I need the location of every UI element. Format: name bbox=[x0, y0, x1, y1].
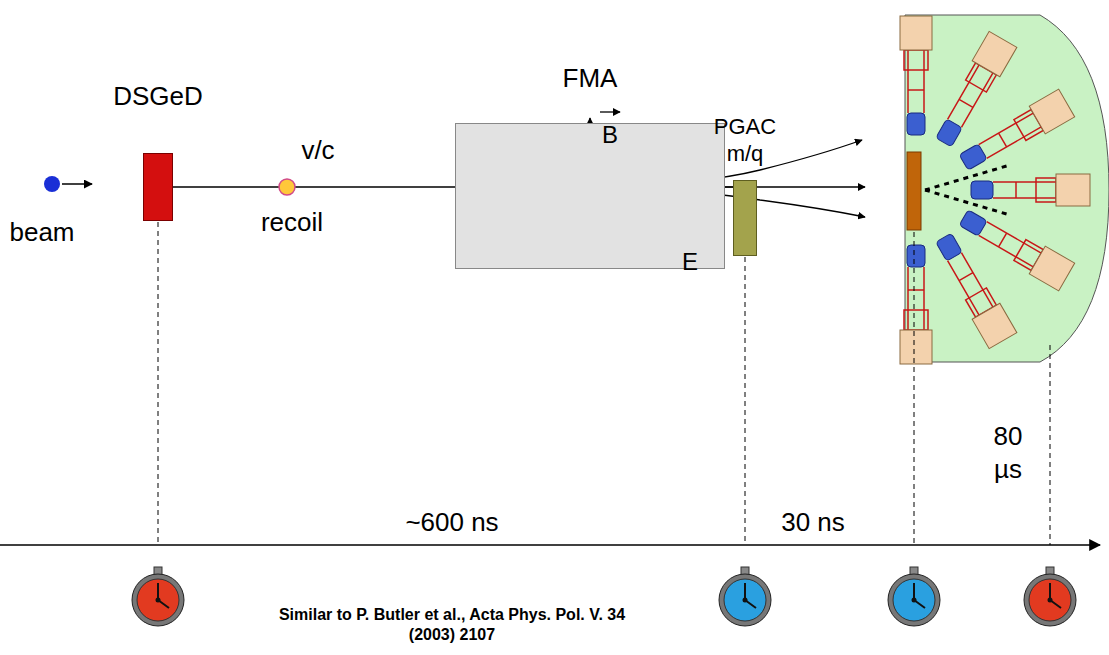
reference-note: Similar to P. Butler et al., Acta Phys. … bbox=[267, 605, 637, 645]
node-label: FMA bbox=[563, 63, 618, 94]
germanium-detector bbox=[956, 204, 1075, 291]
node-heading: FMA bbox=[563, 63, 618, 94]
node-heading: DSGeD bbox=[113, 81, 203, 112]
time-marker bbox=[1050, 345, 1051, 545]
stopwatch bbox=[132, 567, 184, 626]
beam-line bbox=[725, 186, 733, 187]
time-marker bbox=[914, 232, 915, 545]
germanium-detector bbox=[930, 31, 1017, 150]
target-foil bbox=[907, 152, 921, 230]
beam-arrow bbox=[62, 183, 92, 185]
velocity-label: v/c bbox=[301, 134, 334, 167]
separator-box: FMA bbox=[455, 123, 725, 269]
stopwatch bbox=[888, 567, 940, 626]
node-label: m/q bbox=[714, 141, 776, 167]
counter-box: PGACm/q bbox=[733, 180, 757, 256]
time-marker bbox=[158, 222, 159, 545]
germanium-detector bbox=[900, 245, 932, 364]
time-label: 30 ns bbox=[781, 506, 845, 539]
time-label: ~600 ns bbox=[405, 506, 498, 539]
node-label: PGAC bbox=[714, 114, 776, 140]
beam-label: beam bbox=[9, 216, 74, 249]
field-label: E bbox=[682, 247, 698, 277]
detector-box: DSGeD bbox=[143, 153, 173, 221]
vector-mark bbox=[600, 111, 620, 112]
recoil-label: recoil bbox=[261, 206, 323, 239]
beam-particle bbox=[44, 176, 60, 192]
time-marker bbox=[745, 257, 746, 545]
node-label: DSGeD bbox=[113, 81, 203, 112]
germanium-detector bbox=[930, 230, 1017, 349]
recoil-nucleus bbox=[279, 179, 295, 195]
detector-array bbox=[900, 16, 1090, 364]
gamma-ray bbox=[925, 165, 1010, 190]
germanium-detector bbox=[956, 89, 1075, 176]
field-label: B bbox=[602, 120, 618, 150]
germanium-detector bbox=[971, 174, 1090, 206]
node-heading: PGACm/q bbox=[714, 114, 776, 167]
time-label: 80 µs bbox=[985, 420, 1031, 485]
beam-line bbox=[173, 186, 455, 187]
stopwatch bbox=[719, 567, 771, 626]
stopwatch bbox=[1024, 567, 1076, 626]
gamma-ray bbox=[925, 190, 1010, 215]
detector-array-region bbox=[905, 15, 1109, 362]
time-axis bbox=[0, 544, 1100, 546]
germanium-detector bbox=[900, 16, 932, 135]
